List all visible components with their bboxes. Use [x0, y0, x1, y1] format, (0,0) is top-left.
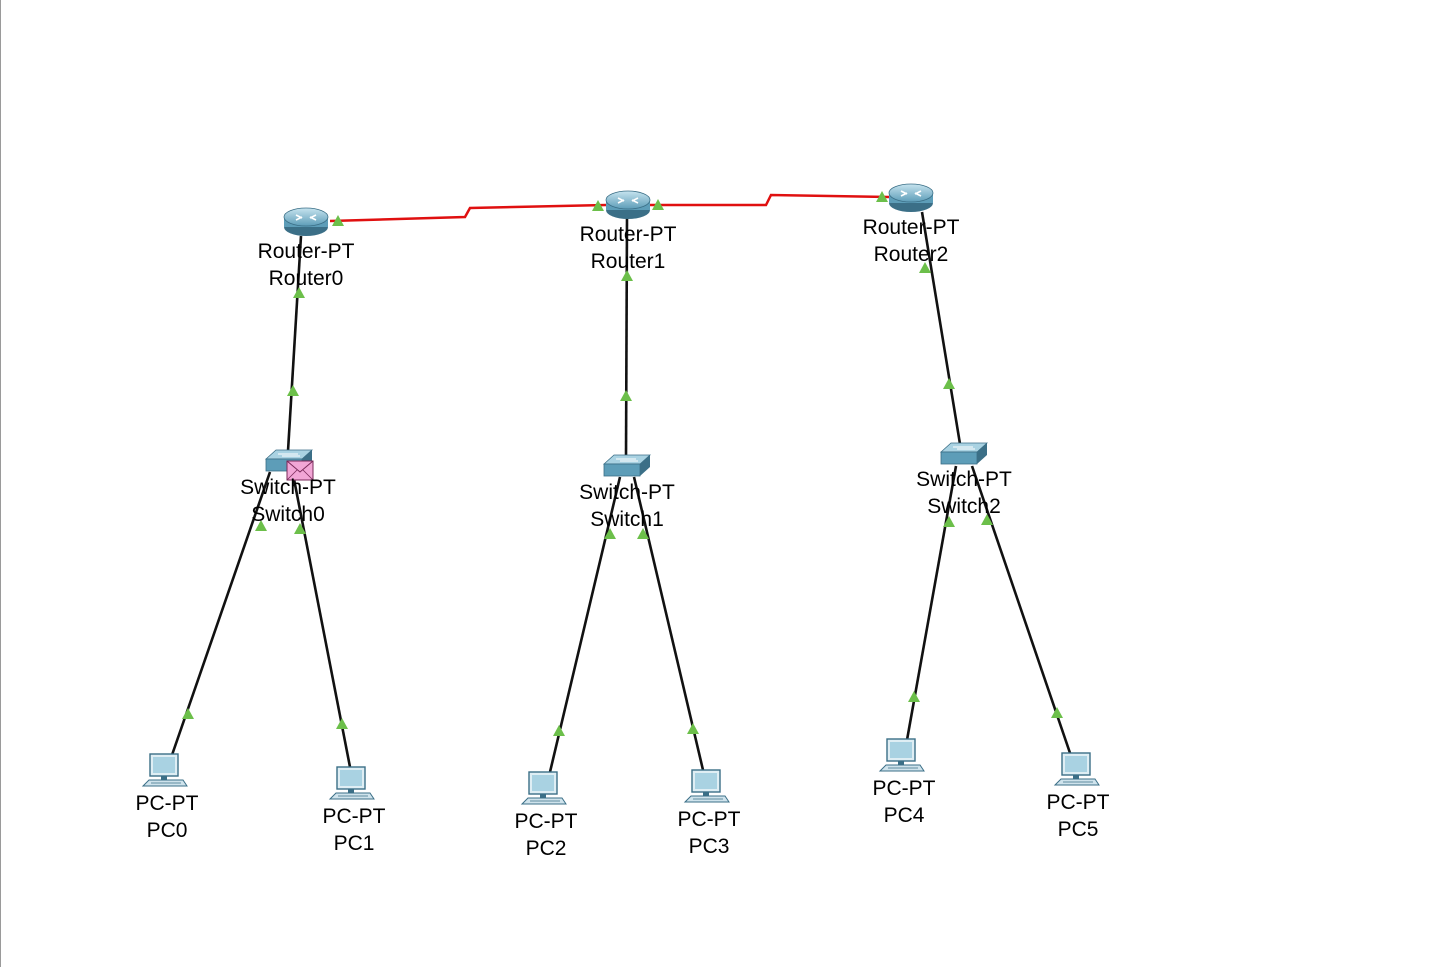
device-switch0[interactable]: [264, 449, 314, 481]
pc-icon[interactable]: [683, 769, 730, 803]
link-light-up-icon: [1051, 707, 1063, 718]
pdu-envelope-icon[interactable]: [286, 460, 314, 481]
device-name-label: Switch2: [927, 495, 1001, 518]
device-name-label: Switch1: [590, 508, 664, 531]
link-router2-switch2[interactable]: [919, 211, 962, 445]
device-model-label: PC-PT: [515, 810, 578, 833]
link-light-up-icon: [621, 270, 633, 281]
link-router0-router1[interactable]: [329, 200, 607, 226]
device-model-label: Router-PT: [863, 216, 960, 239]
device-pc0[interactable]: [141, 753, 188, 787]
link-light-up-icon: [336, 718, 348, 729]
pc-icon[interactable]: [328, 766, 375, 800]
device-router2[interactable]: [888, 183, 934, 212]
pc-icon[interactable]: [520, 771, 567, 805]
router-icon[interactable]: [283, 207, 329, 236]
device-name-label: PC5: [1058, 818, 1099, 841]
ethernet-cable[interactable]: [970, 465, 1072, 754]
device-name-label: PC2: [526, 837, 567, 860]
link-switch1-pc3[interactable]: [632, 476, 705, 771]
device-model-label: Router-PT: [580, 223, 677, 246]
link-light-up-icon: [637, 528, 649, 539]
link-light-up-icon: [287, 385, 299, 396]
link-router1-router2[interactable]: [650, 191, 890, 210]
router-icon[interactable]: [888, 183, 934, 212]
pc-icon[interactable]: [878, 738, 925, 772]
router-icon[interactable]: [605, 190, 651, 219]
device-pc3[interactable]: [683, 769, 730, 803]
link-light-up-icon: [592, 200, 604, 211]
link-switch2-pc5[interactable]: [970, 465, 1072, 754]
link-switch0-pc1[interactable]: [291, 473, 352, 768]
link-switch1-pc2[interactable]: [548, 476, 622, 773]
labels-layer: Router-PT Router0 Router-PT Router1 Router-P…: [136, 216, 1110, 860]
device-name-label: PC1: [334, 832, 375, 855]
link-router1-switch1[interactable]: [620, 217, 633, 458]
device-model-label: PC-PT: [136, 792, 199, 815]
pc-icon[interactable]: [1053, 752, 1100, 786]
ethernet-cable[interactable]: [291, 473, 352, 768]
workspace-border: [0, 0, 1, 967]
link-light-up-icon: [553, 725, 565, 736]
link-light-up-icon: [604, 528, 616, 539]
link-light-up-icon: [876, 191, 888, 202]
device-model-label: PC-PT: [678, 808, 741, 831]
link-light-up-icon: [981, 514, 993, 525]
device-model-label: Switch-PT: [579, 481, 675, 504]
link-light-up-icon: [332, 215, 344, 226]
link-light-up-icon: [943, 516, 955, 527]
link-light-up-icon: [908, 691, 920, 702]
device-model-label: PC-PT: [323, 805, 386, 828]
device-pc2[interactable]: [520, 771, 567, 805]
link-light-up-icon: [255, 520, 267, 531]
device-name-label: Switch0: [251, 503, 325, 526]
device-model-label: Switch-PT: [240, 476, 336, 499]
device-model-label: Router-PT: [258, 240, 355, 263]
device-pc4[interactable]: [878, 738, 925, 772]
switch-icon[interactable]: [602, 454, 652, 477]
device-pc5[interactable]: [1053, 752, 1100, 786]
device-model-label: PC-PT: [1047, 791, 1110, 814]
ethernet-cable[interactable]: [920, 211, 962, 445]
device-model-label: Switch-PT: [916, 468, 1012, 491]
ethernet-cable[interactable]: [632, 476, 705, 771]
device-name-label: PC4: [884, 804, 925, 827]
ethernet-cable[interactable]: [286, 235, 303, 452]
device-name-label: PC0: [147, 819, 188, 842]
link-light-up-icon: [620, 390, 632, 401]
link-light-up-icon: [293, 287, 305, 298]
link-light-up-icon: [652, 199, 664, 210]
link-light-up-icon: [294, 523, 306, 534]
device-router0[interactable]: [283, 207, 329, 236]
device-pc1[interactable]: [328, 766, 375, 800]
devices-layer: [141, 183, 1100, 805]
ethernet-cable[interactable]: [548, 476, 622, 773]
links-layer: [170, 191, 1072, 773]
switch-icon[interactable]: [939, 442, 989, 465]
device-name-label: Router1: [591, 250, 666, 273]
device-model-label: PC-PT: [873, 777, 936, 800]
device-name-label: Router2: [874, 243, 949, 266]
serial-cable[interactable]: [650, 193, 890, 207]
device-switch2[interactable]: [939, 442, 989, 465]
serial-cable[interactable]: [329, 203, 607, 223]
ethernet-cable[interactable]: [170, 471, 272, 756]
link-light-up-icon: [943, 378, 955, 389]
device-name-label: Router0: [269, 267, 344, 290]
link-light-up-icon: [182, 708, 194, 719]
device-name-label: PC3: [689, 835, 730, 858]
ethernet-cable[interactable]: [624, 217, 629, 458]
link-light-up-icon: [687, 723, 699, 734]
link-switch2-pc4[interactable]: [905, 465, 958, 741]
link-router0-switch0[interactable]: [286, 235, 305, 452]
device-router1[interactable]: [605, 190, 651, 219]
link-light-up-icon: [919, 262, 931, 273]
link-switch0-pc0[interactable]: [170, 471, 272, 756]
pc-icon[interactable]: [141, 753, 188, 787]
device-switch1[interactable]: [602, 454, 652, 477]
